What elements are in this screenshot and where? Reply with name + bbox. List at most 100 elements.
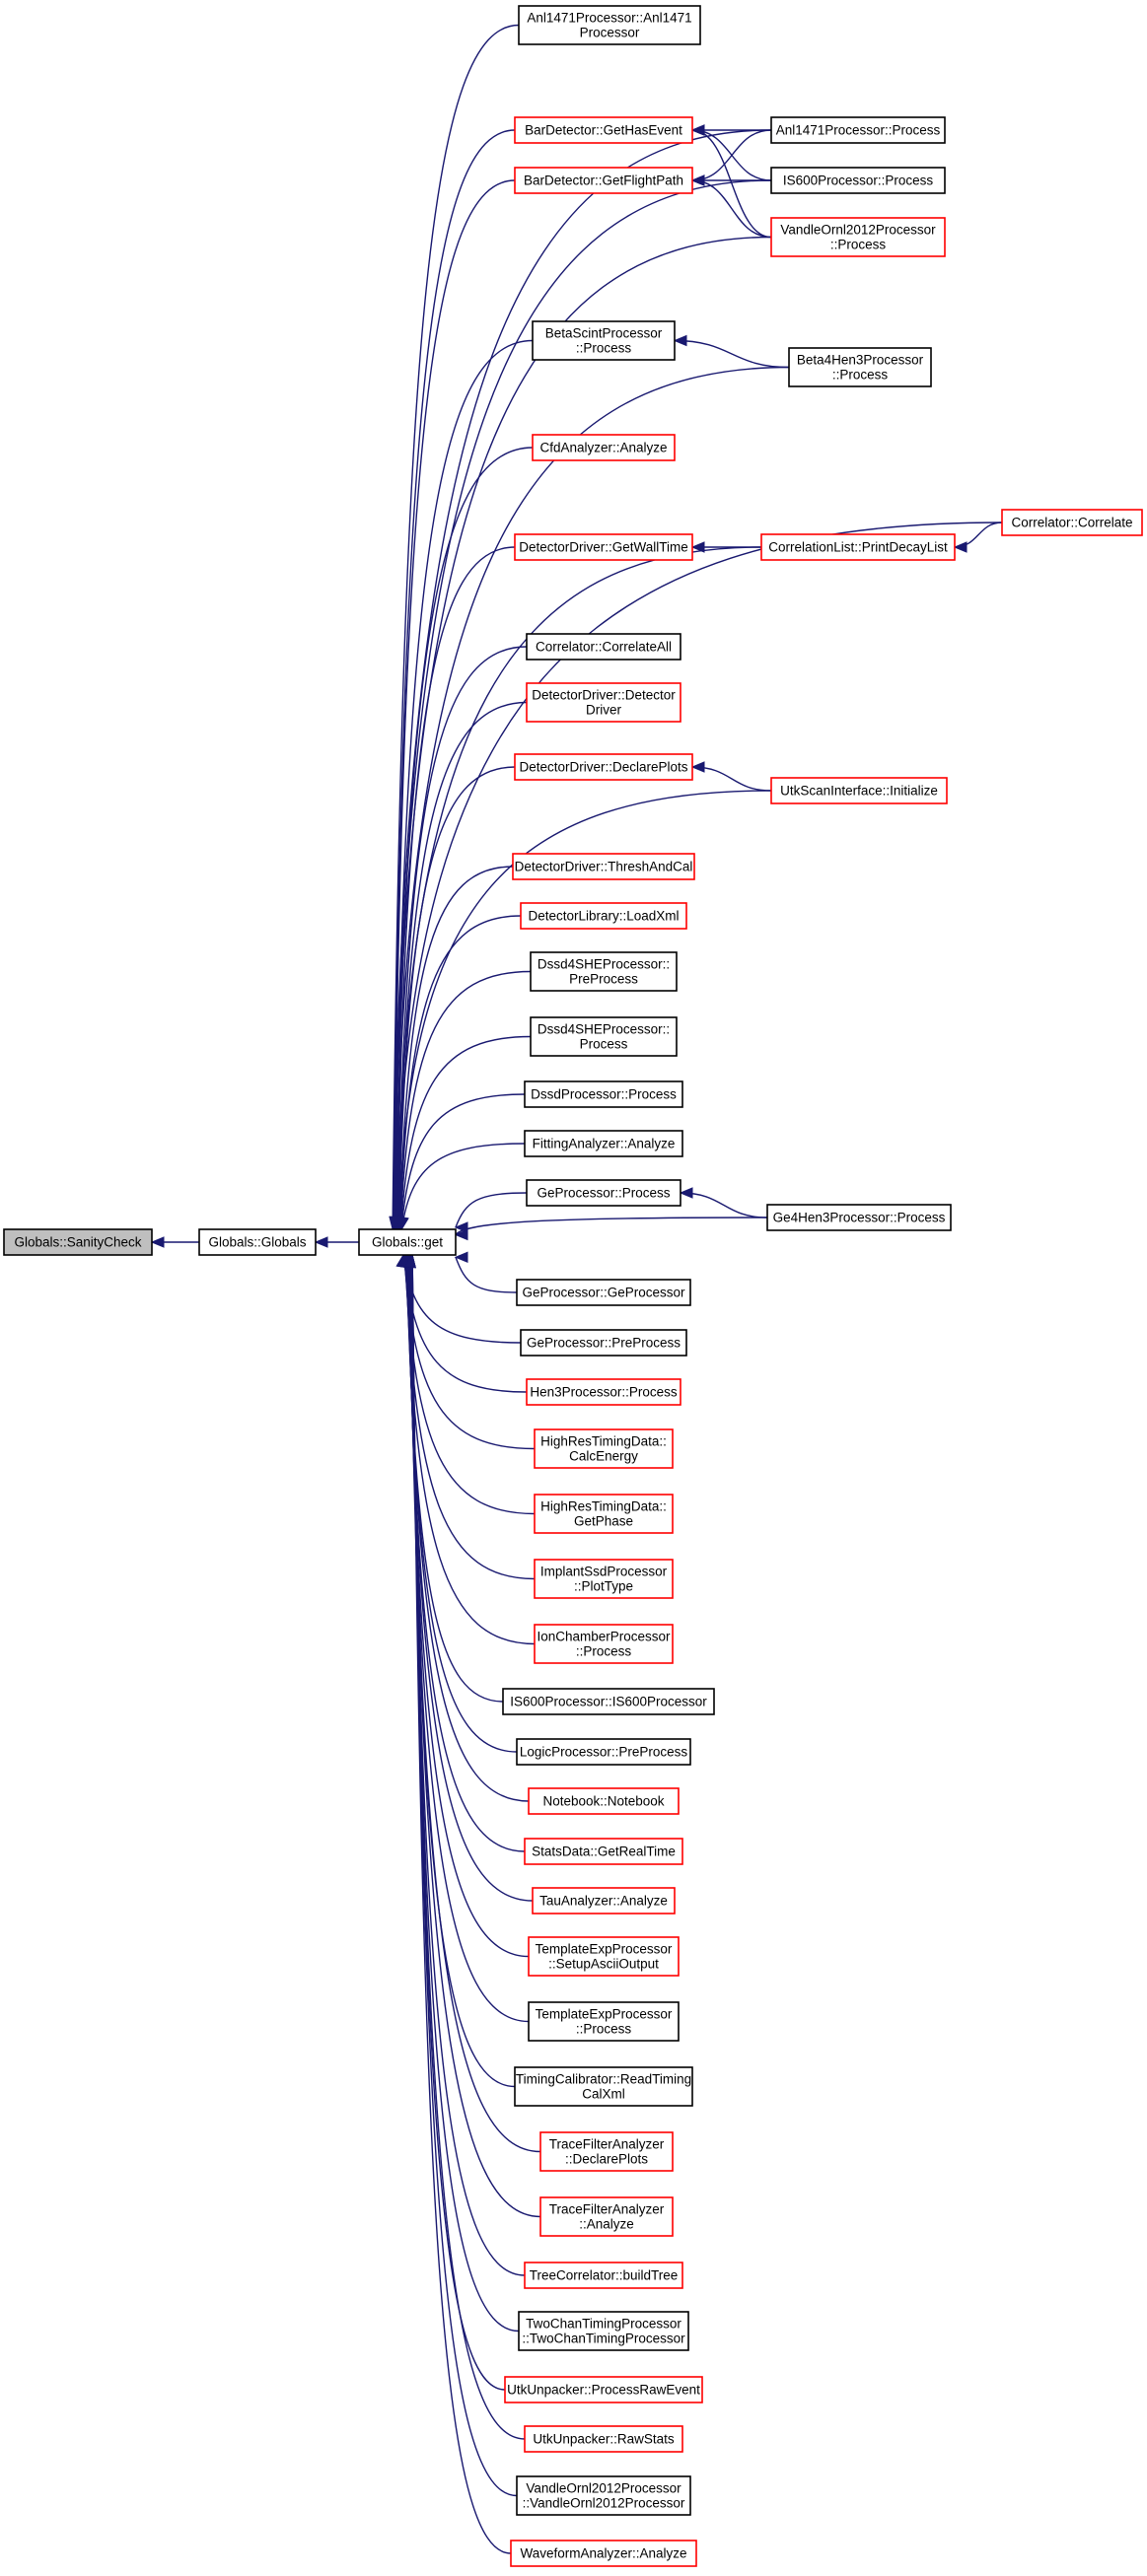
edge-correlator_correlate-to-get [393,522,1003,1231]
node-box [502,1688,715,1715]
edge-tmpl_proc-to-get [401,1253,530,2023]
node-box [528,2001,680,2042]
node-get[interactable]: Globals::get [358,1228,457,1256]
node-label: TwoChanTimingProcessor [526,2317,681,2332]
node-dd_thresh[interactable]: DetectorDriver::ThreshAndCal [512,853,695,880]
node-detlib_load[interactable]: DetectorLibrary::LoadXml [520,902,687,930]
edge-correlator_correlate-to-corrlist_print [953,522,1003,553]
node-dssd4she_pre[interactable]: Dssd4SHEProcessor::PreProcess [530,951,678,992]
node-box [770,217,946,257]
node-is600_process[interactable]: IS600Processor::Process [770,167,946,194]
node-label: TemplateExpProcessor [536,1942,673,1957]
node-ge_pre[interactable]: GeProcessor::PreProcess [520,1329,687,1357]
node-dd_ctor[interactable]: DetectorDriver::DetectorDriver [526,682,681,723]
node-box [539,2196,674,2237]
node-label: Process [580,1037,628,1052]
edge-get-to-globals [314,1236,359,1248]
node-stats[interactable]: StatsData::GetRealTime [524,1838,683,1865]
node-label: ::Process [832,368,889,383]
edge-vandle_process-to-get [390,236,772,1231]
node-bar_hasevent[interactable]: BarDetector::GetHasEvent [514,116,693,144]
arrowhead [673,334,687,347]
node-fitting[interactable]: FittingAnalyzer::Analyze [524,1130,683,1157]
node-label: WaveformAnalyzer::Analyze [520,2546,686,2561]
node-corrlist_print[interactable]: CorrelationList::PrintDecayList [760,533,956,561]
edge-tmpl_ascii-to-get [400,1253,530,1958]
node-notebook[interactable]: Notebook::Notebook [528,1787,680,1815]
node-globals[interactable]: Globals::Globals [198,1228,317,1256]
node-label: IonChamberProcessor [537,1630,671,1644]
node-betascint[interactable]: BetaScintProcessor::Process [532,320,676,361]
node-tree[interactable]: TreeCorrelator::buildTree [524,2262,683,2289]
arrowhead [690,761,705,773]
edge-line [394,366,790,1230]
node-tmpl_proc[interactable]: TemplateExpProcessor::Process [528,2001,680,2042]
node-label: Anl1471Processor::Anl1471 [527,11,691,26]
node-label: TauAnalyzer::Analyze [539,1894,668,1909]
node-hrt_calc[interactable]: HighResTimingData::CalcEnergy [534,1428,674,1469]
node-label: ::Process [576,341,632,356]
node-box [504,2376,703,2403]
node-ge4hen3[interactable]: Ge4Hen3Processor::Process [766,1204,952,1231]
node-dssd_proc[interactable]: DssdProcessor::Process [524,1080,683,1108]
node-label: Beta4Hen3Processor [797,353,924,368]
node-label: UtkScanInterface::Initialize [780,784,938,799]
edge-hen3-to-get [395,1253,528,1393]
edge-line [455,1257,518,1293]
node-box [534,1428,674,1469]
node-utk_stats[interactable]: UtkUnpacker::RawStats [524,2425,683,2453]
node-bar_flightpath[interactable]: BarDetector::GetFlightPath [514,167,693,194]
node-beta4hen3[interactable]: Beta4Hen3Processor::Process [788,347,932,387]
edge-line [393,236,772,1230]
node-box [760,533,956,561]
node-twochan[interactable]: TwoChanTimingProcessor::TwoChanTimingPro… [518,2311,689,2351]
node-hrt_phase[interactable]: HighResTimingData::GetPhase [534,1494,674,1534]
node-utkscan_init[interactable]: UtkScanInterface::Initialize [770,777,948,804]
edge-line [455,1192,528,1228]
edge-line [398,915,522,1230]
edge-line [393,129,772,1230]
node-box [788,347,932,387]
node-label: VandleOrnl2012Processor [526,2481,681,2496]
node-vandle_ctor[interactable]: VandleOrnl2012Processor::VandleOrnl2012P… [516,2475,691,2516]
node-logic_pre[interactable]: LogicProcessor::PreProcess [516,1738,691,1766]
node-hen3[interactable]: Hen3Processor::Process [526,1378,681,1406]
node-tfa_declare[interactable]: TraceFilterAnalyzer::DeclarePlots [539,2131,674,2172]
node-vandle_process[interactable]: VandleOrnl2012Processor::Process [770,217,946,257]
arrowhead [953,541,968,553]
node-ge_process[interactable]: GeProcessor::Process [526,1179,681,1207]
node-utk_raw[interactable]: UtkUnpacker::ProcessRawEvent [504,2376,703,2403]
node-tfa_analyze[interactable]: TraceFilterAnalyzer::Analyze [539,2196,674,2237]
node-label: Ge4Hen3Processor::Process [773,1211,946,1225]
node-ge_ctor[interactable]: GeProcessor::GeProcessor [516,1279,691,1306]
node-box [770,777,948,804]
node-label: UtkUnpacker::ProcessRawEvent [507,2383,700,2398]
node-correlator_all[interactable]: Correlator::CorrelateAll [526,633,681,661]
node-anl_process[interactable]: Anl1471Processor::Process [770,116,946,144]
node-label: BetaScintProcessor [545,326,663,341]
node-implant[interactable]: ImplantSsdProcessor::PlotType [534,1559,674,1599]
edge-dd_getwalltime-to-get [393,546,516,1231]
node-box [514,533,693,561]
edge-ge_pre-to-get [395,1253,522,1344]
node-ionchamber[interactable]: IonChamberProcessor::Process [534,1624,674,1664]
edge-line [395,522,1003,1230]
node-label: Notebook::Notebook [542,1794,664,1809]
node-label: BarDetector::GetFlightPath [524,174,683,188]
node-dd_declare[interactable]: DetectorDriver::DeclarePlots [514,753,693,781]
node-is600_ctor[interactable]: IS600Processor::IS600Processor [502,1688,715,1715]
node-cfd[interactable]: CfdAnalyzer::Analyze [532,434,676,461]
node-correlator_correlate[interactable]: Correlator::Correlate [1001,509,1143,536]
node-waveform[interactable]: WaveformAnalyzer::Analyze [510,2540,697,2567]
edge-vandle_process-to-bar_flightpath [690,174,772,239]
node-tmpl_ascii[interactable]: TemplateExpProcessor::SetupAsciiOutput [528,1936,680,1977]
node-label: ::Process [576,2022,632,2037]
node-dd_getwalltime[interactable]: DetectorDriver::GetWallTime [514,533,693,561]
node-label: TraceFilterAnalyzer [549,2137,665,2152]
node-tau[interactable]: TauAnalyzer::Analyze [532,1887,676,1915]
node-dssd4she_proc[interactable]: Dssd4SHEProcessor::Process [530,1016,678,1057]
node-label: BarDetector::GetHasEvent [525,123,682,138]
node-anl_ctor[interactable]: Anl1471Processor::Anl1471Processor [518,5,701,45]
